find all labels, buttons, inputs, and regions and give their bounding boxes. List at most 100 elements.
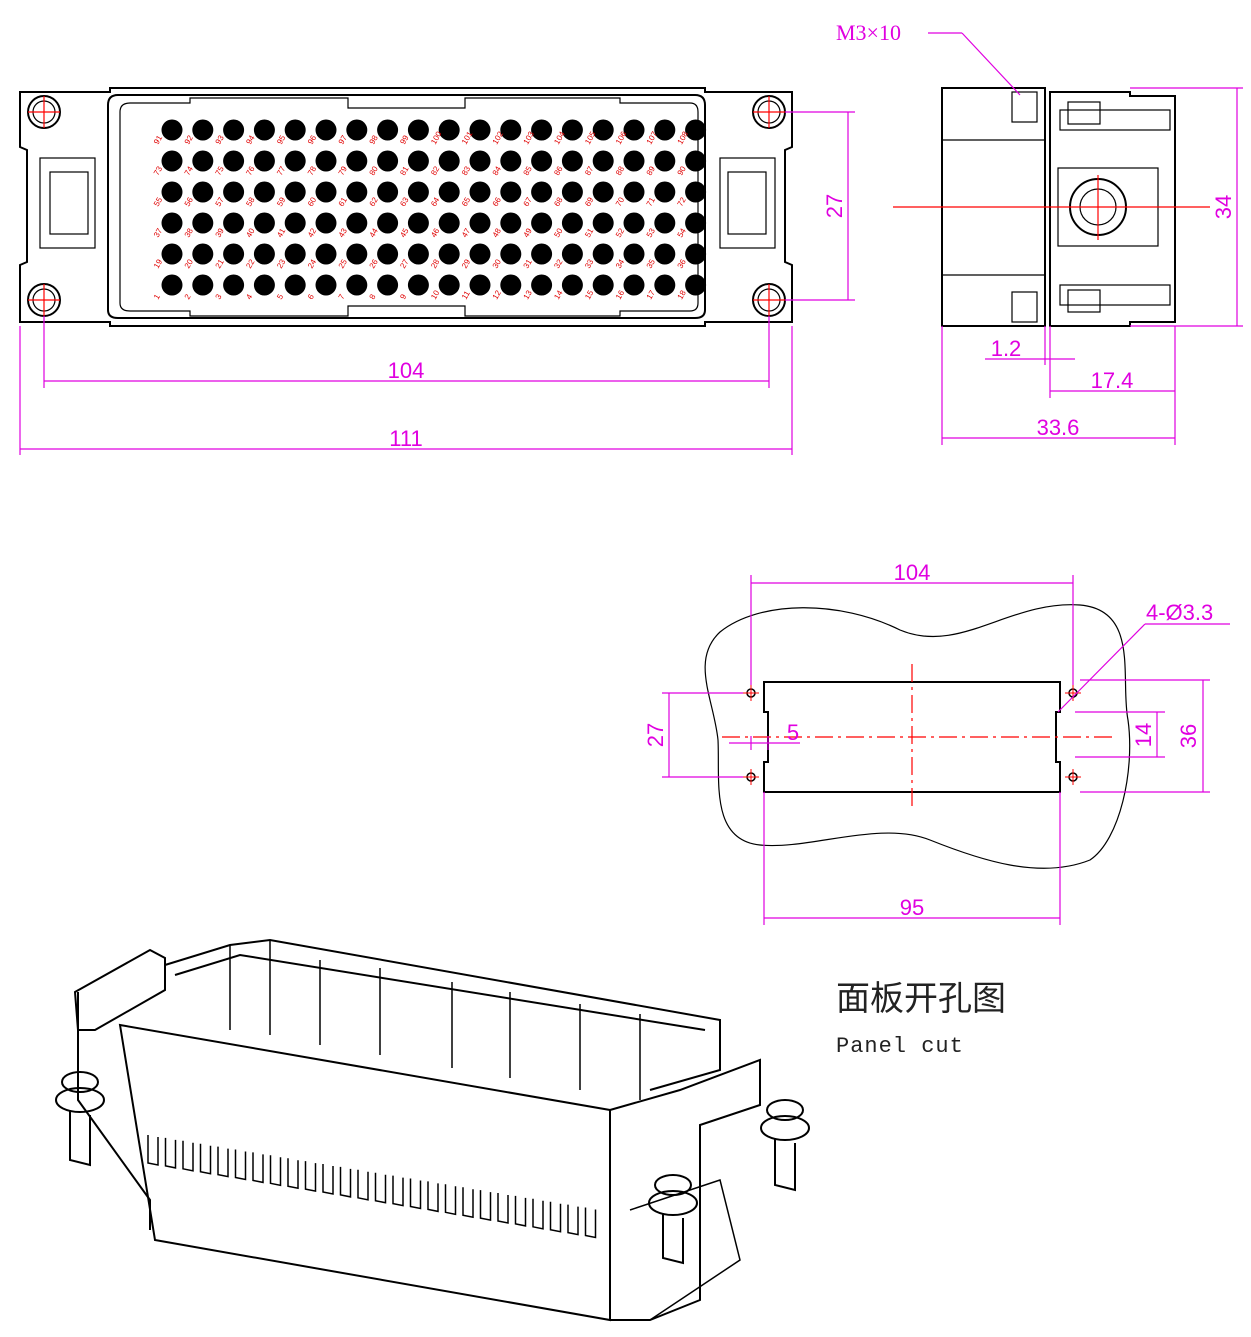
iso-front-face bbox=[118, 1023, 611, 1322]
iso-tooth bbox=[182, 1140, 194, 1172]
pin-number: 84 bbox=[491, 164, 504, 177]
panel-dim-14: 14 bbox=[1075, 711, 1165, 758]
pin-number: 63 bbox=[398, 195, 411, 208]
pin-contact bbox=[346, 274, 368, 296]
pin-number: 85 bbox=[522, 164, 535, 177]
pin-contact bbox=[561, 274, 583, 296]
pin-contact bbox=[377, 274, 399, 296]
iso-tooth bbox=[462, 1187, 474, 1219]
left-latch-inner bbox=[49, 171, 89, 235]
iso-right-block bbox=[609, 1058, 761, 1321]
pin-contact bbox=[438, 274, 460, 296]
pin-number: 82 bbox=[429, 164, 442, 177]
iso-tooth bbox=[287, 1158, 299, 1190]
pin-number: 96 bbox=[306, 133, 319, 146]
pin-number: 54 bbox=[676, 226, 689, 239]
panel-dim-27: 27 bbox=[643, 692, 743, 778]
pin-contact bbox=[223, 119, 245, 141]
pin-number: 90 bbox=[676, 164, 689, 177]
pin-contact bbox=[469, 119, 491, 141]
pin-contact bbox=[685, 181, 707, 203]
pin-contact bbox=[192, 212, 214, 234]
iso-tooth bbox=[269, 1155, 282, 1187]
pin-number: 29 bbox=[460, 257, 473, 270]
pin-number: 20 bbox=[183, 257, 196, 270]
pin-contact bbox=[531, 119, 553, 141]
pin-number: 70 bbox=[614, 195, 627, 208]
pin-contact bbox=[531, 212, 553, 234]
iso-tooth bbox=[147, 1135, 159, 1166]
pin-contact bbox=[407, 243, 429, 265]
iso-tooth bbox=[164, 1137, 177, 1169]
pin-contact bbox=[161, 150, 183, 172]
front-screw-bottom-left bbox=[27, 283, 61, 317]
pin-contact bbox=[531, 181, 553, 203]
pin-contact bbox=[561, 181, 583, 203]
pin-number: 88 bbox=[614, 164, 627, 177]
pin-number: 4 bbox=[244, 292, 254, 301]
pin-contact bbox=[592, 119, 614, 141]
panel-dim-27-label: 27 bbox=[643, 723, 668, 747]
pin-contact bbox=[654, 212, 676, 234]
pin-contact bbox=[685, 150, 707, 172]
pin-contact bbox=[592, 274, 614, 296]
pin-number: 34 bbox=[614, 257, 627, 270]
iso-tooth bbox=[427, 1181, 439, 1213]
side-dim-1-2: 1.2 bbox=[985, 326, 1075, 365]
pin-contact bbox=[407, 150, 429, 172]
pin-number: 42 bbox=[306, 226, 319, 239]
front-dim-27-label: 27 bbox=[822, 194, 847, 218]
panel-dim-95-label: 95 bbox=[900, 895, 924, 920]
panel-dim-95: 95 bbox=[763, 792, 1061, 925]
pin-contact bbox=[192, 150, 214, 172]
pin-contact bbox=[469, 243, 491, 265]
side-screw-callout: M3×10 bbox=[836, 20, 1021, 96]
pin-contact bbox=[315, 181, 337, 203]
pin-number: 66 bbox=[491, 195, 504, 208]
pin-contact bbox=[161, 119, 183, 141]
pin-number: 7 bbox=[337, 292, 347, 301]
front-housing-outline bbox=[107, 94, 706, 319]
pin-number: 41 bbox=[275, 226, 288, 239]
pin-contact bbox=[469, 212, 491, 234]
pin-number: 94 bbox=[244, 133, 257, 146]
pin-number: 64 bbox=[429, 195, 442, 208]
pin-contact bbox=[592, 150, 614, 172]
pin-number: 2 bbox=[183, 292, 193, 301]
pin-contact bbox=[253, 243, 275, 265]
pin-contact bbox=[438, 212, 460, 234]
panel-dim-104: 104 bbox=[750, 560, 1074, 685]
pin-number: 37 bbox=[152, 226, 165, 239]
pin-number: 57 bbox=[214, 195, 227, 208]
pin-number: 71 bbox=[645, 195, 658, 208]
front-screw-top-right bbox=[752, 95, 786, 129]
pin-number: 9 bbox=[398, 292, 408, 301]
pin-contact bbox=[438, 243, 460, 265]
pin-number: 92 bbox=[183, 133, 196, 146]
pin-contact bbox=[685, 212, 707, 234]
panel-hole-bl bbox=[743, 769, 759, 785]
iso-tooth bbox=[374, 1172, 387, 1204]
iso-tooth bbox=[514, 1195, 527, 1227]
pin-number: 74 bbox=[183, 164, 196, 177]
pin-number: 89 bbox=[645, 164, 658, 177]
pin-contact bbox=[253, 274, 275, 296]
panel-dim-104-label: 104 bbox=[894, 560, 931, 585]
pin-contact bbox=[315, 150, 337, 172]
pin-number: 6 bbox=[306, 292, 316, 301]
pin-number: 33 bbox=[583, 257, 596, 270]
iso-screw-left bbox=[55, 1071, 105, 1167]
pin-number: 95 bbox=[275, 133, 288, 146]
pin-contact bbox=[592, 181, 614, 203]
side-screw-top bbox=[1067, 101, 1101, 125]
front-flange-outline bbox=[19, 87, 793, 327]
pin-number: 55 bbox=[152, 195, 165, 208]
pin-contact bbox=[654, 181, 676, 203]
pin-number: 32 bbox=[552, 257, 565, 270]
iso-tooth bbox=[532, 1198, 544, 1230]
pin-number: 48 bbox=[491, 226, 504, 239]
pin-contact bbox=[592, 212, 614, 234]
side-dim-1-2-label: 1.2 bbox=[991, 336, 1022, 361]
